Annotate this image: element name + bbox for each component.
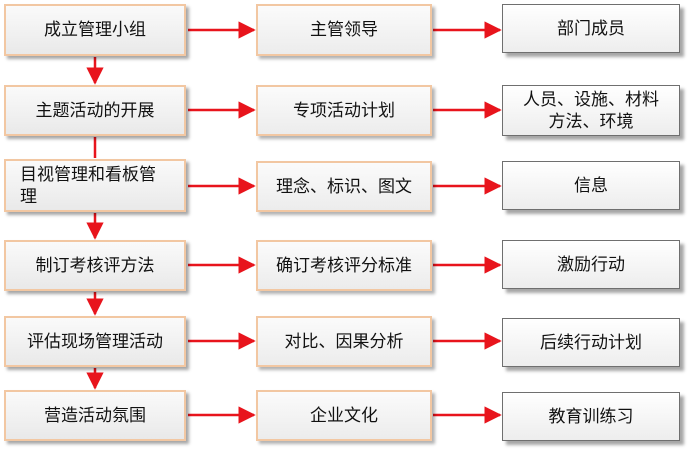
step-box-5: 评估现场管理活动 [4,316,186,367]
detail-label: 对比、因果分析 [284,331,404,352]
result-label: 后续行动计划 [540,332,642,353]
detail-box-6: 企业文化 [256,390,432,441]
result-label: 信息 [574,175,608,196]
step-label: 评估现场管理活动 [27,331,163,352]
step-box-3: 目视管理和看板管理 [4,159,186,212]
step-box-4: 制订考核评方法 [4,240,186,291]
detail-label: 企业文化 [310,405,378,426]
detail-box-2: 专项活动计划 [256,85,432,136]
result-box-3: 信息 [502,161,680,210]
result-label: 教育训练习 [548,406,634,427]
detail-label: 理念、标识、图文 [276,176,412,197]
step-box-1: 成立管理小组 [4,4,186,56]
detail-box-5: 对比、因果分析 [256,316,432,367]
result-label: 人员、设施、材料方法、环境 [523,89,659,132]
result-box-2: 人员、设施、材料方法、环境 [502,85,680,136]
detail-label: 确订考核评分标准 [276,255,412,276]
detail-box-1: 主管领导 [256,4,432,56]
step-box-6: 营造活动氛围 [4,390,186,441]
detail-box-4: 确订考核评分标准 [256,240,432,291]
detail-box-3: 理念、标识、图文 [256,161,432,212]
result-label: 激励行动 [557,254,625,275]
result-box-4: 激励行动 [502,240,680,289]
detail-label: 主管领导 [310,20,378,40]
result-box-5: 后续行动计划 [502,318,680,367]
step-label: 目视管理和看板管理 [20,164,156,207]
result-box-1: 部门成员 [502,4,680,53]
result-box-6: 教育训练习 [502,392,680,441]
detail-label: 专项活动计划 [293,100,395,121]
result-label: 部门成员 [557,18,625,39]
step-label: 制订考核评方法 [35,255,155,276]
step-label: 营造活动氛围 [44,405,146,426]
step-label: 成立管理小组 [44,20,146,40]
step-box-2: 主题活动的开展 [4,85,186,136]
step-label: 主题活动的开展 [35,100,155,121]
